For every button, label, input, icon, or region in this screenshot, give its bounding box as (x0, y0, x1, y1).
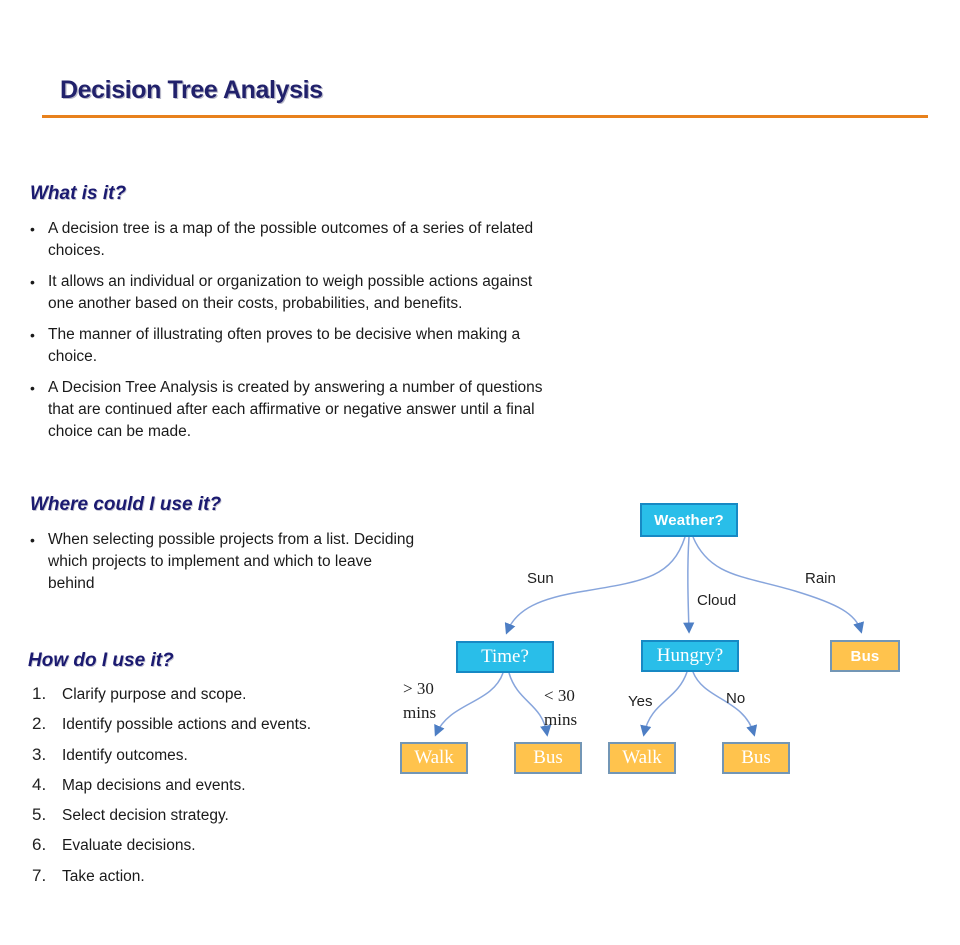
node-label: Bus (850, 647, 880, 665)
section-heading-what: What is it? (30, 183, 127, 204)
edge-label-gt30mins: > 30 mins (403, 679, 437, 722)
bullet-text: A decision tree is a map of the possible… (48, 220, 534, 259)
step-number: 2. (32, 714, 47, 734)
step-number: 5. (32, 805, 47, 825)
node-hungry: Hungry? (641, 640, 739, 672)
list-item: 7. Take action. (32, 865, 311, 895)
where-bullet-list: • When selecting possible projects from … (30, 529, 540, 595)
node-label: Time? (481, 646, 529, 667)
edge-label-no: No (726, 690, 746, 707)
node-label: Bus (533, 747, 563, 768)
list-item: 3. Identify outcomes. (32, 744, 311, 774)
section-heading-how: How do I use it? (28, 650, 174, 671)
edge-label-cloud: Cloud (697, 592, 737, 609)
bullet-text: It allows an individual or organization … (48, 273, 533, 312)
node-label: Weather? (654, 511, 724, 529)
list-item: 1. Clarify purpose and scope. (32, 683, 311, 713)
node-label: Walk (414, 747, 454, 768)
step-text: Map decisions and events. (62, 776, 246, 794)
step-text: Clarify purpose and scope. (62, 686, 247, 703)
list-item: 5. Select decision strategy. (32, 804, 311, 834)
bullet-marker: • (30, 327, 35, 343)
bullet-text: A Decision Tree Analysis is created by a… (48, 379, 543, 440)
node-label: Bus (741, 747, 771, 768)
list-item: 4. Map decisions and events. (32, 774, 311, 804)
edge-label-lt30mins: < 30 mins (544, 686, 578, 729)
step-number: 1. (32, 684, 47, 703)
bullet-marker: • (30, 532, 35, 548)
node-bus-hungry: Bus (722, 742, 790, 774)
step-text: Select decision strategy. (62, 807, 229, 825)
how-steps-list: 1. Clarify purpose and scope. 2. Identif… (32, 683, 311, 895)
edge-cloud (683, 536, 695, 634)
step-text: Evaluate decisions. (62, 837, 196, 855)
list-item: • It allows an individual or organizatio… (30, 271, 670, 315)
bullet-marker: • (30, 221, 35, 237)
step-number: 4. (32, 774, 47, 794)
title-underline-rule (42, 115, 928, 118)
step-number: 7. (32, 865, 47, 885)
node-weather: Weather? (640, 503, 738, 537)
bullet-text: The manner of illustrating often proves … (48, 326, 521, 365)
list-item: 6. Evaluate decisions. (32, 834, 311, 864)
node-bus-rain: Bus (830, 640, 900, 672)
section-heading-where: Where could I use it? (30, 494, 222, 515)
bullet-text: When selecting possible projects from a … (48, 531, 415, 592)
list-item: • A decision tree is a map of the possib… (30, 218, 670, 262)
list-item: • The manner of illustrating often prove… (30, 324, 670, 368)
list-item: • A Decision Tree Analysis is created by… (30, 377, 670, 443)
step-text: Identify outcomes. (62, 746, 188, 764)
step-text: Take action. (62, 867, 145, 885)
edge-lt30 (508, 672, 552, 737)
what-bullet-list: • A decision tree is a map of the possib… (30, 218, 670, 443)
edge-gt30 (434, 672, 504, 737)
node-label: Hungry? (656, 645, 724, 666)
edge-label-yes: Yes (628, 693, 653, 710)
step-number: 6. (32, 835, 47, 855)
step-text: Identify possible actions and events. (62, 716, 312, 734)
bullet-marker: • (30, 274, 35, 290)
edge-label-rain: Rain (805, 570, 836, 587)
node-label: Walk (622, 747, 662, 768)
node-walk-hungry: Walk (608, 742, 676, 774)
page-title: Decision Tree Analysis (60, 76, 323, 104)
node-bus-time: Bus (514, 742, 582, 774)
list-item: • When selecting possible projects from … (30, 529, 540, 595)
node-time: Time? (456, 641, 554, 673)
list-item: 2. Identify possible actions and events. (32, 713, 311, 743)
bullet-marker: • (30, 380, 35, 396)
edge-label-sun: Sun (527, 570, 554, 587)
node-walk-time: Walk (400, 742, 468, 774)
step-number: 3. (32, 744, 47, 764)
